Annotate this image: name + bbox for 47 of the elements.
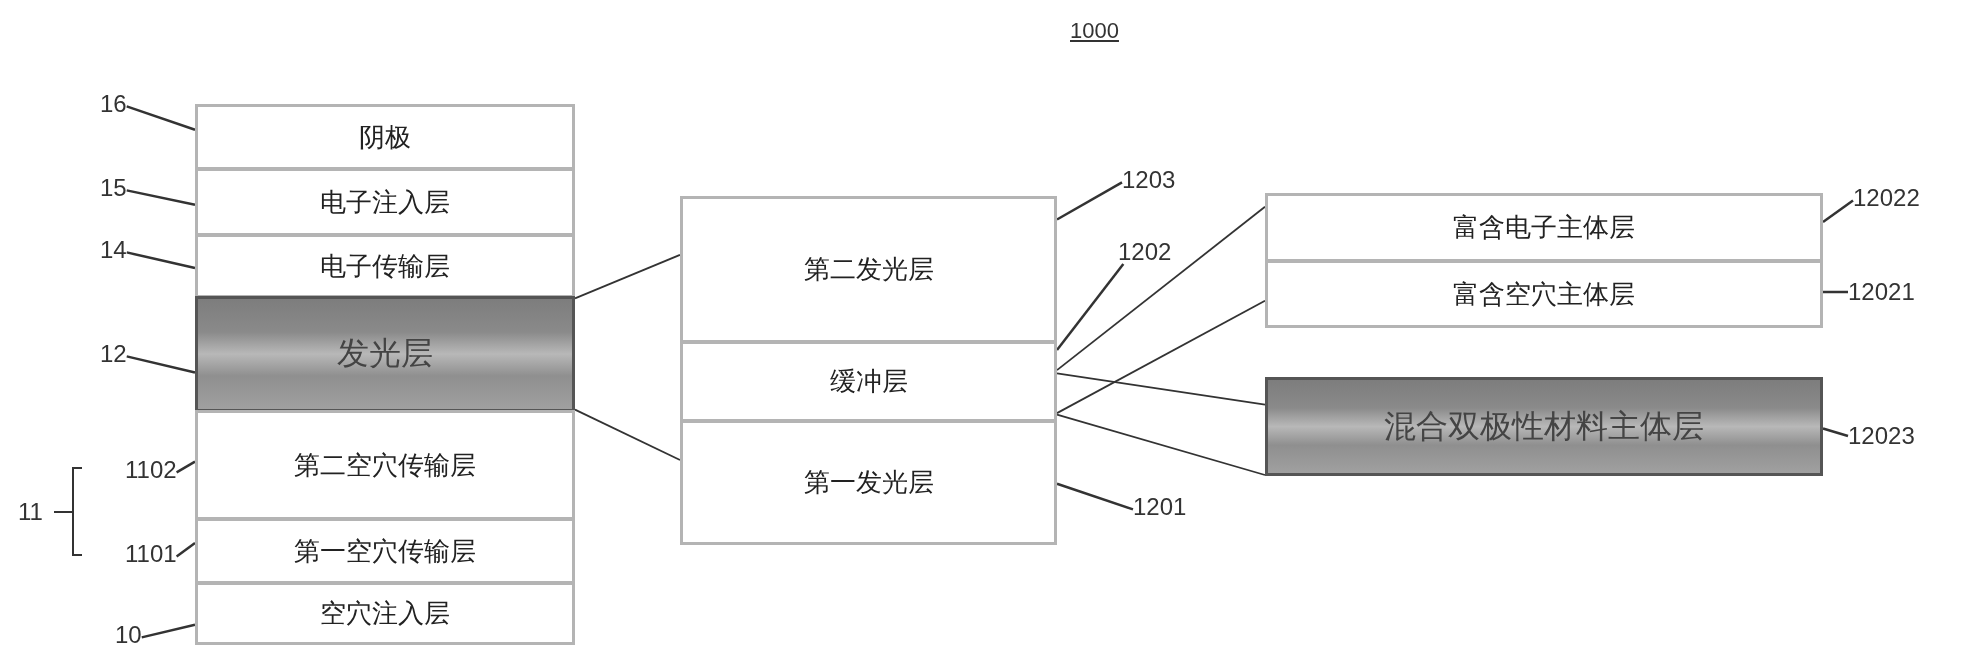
layer-box: 电子注入层 bbox=[195, 168, 575, 236]
layer-box: 富含电子主体层 bbox=[1265, 193, 1823, 262]
reference-number: 12022 bbox=[1853, 186, 1920, 210]
leader-line bbox=[1056, 263, 1125, 351]
layer-box: 缓冲层 bbox=[680, 341, 1057, 422]
reference-number: 1101 bbox=[125, 542, 177, 566]
reference-number: 1202 bbox=[1118, 240, 1172, 264]
shaded-layer-box: 发光层 bbox=[195, 296, 575, 412]
leader-line bbox=[126, 251, 196, 270]
connector-line bbox=[1056, 299, 1266, 414]
shaded-layer-box: 混合双极性材料主体层 bbox=[1265, 377, 1823, 476]
reference-number: 15 bbox=[100, 176, 127, 200]
connector-line bbox=[574, 408, 681, 461]
leader-line bbox=[1056, 482, 1134, 511]
layer-box: 阴极 bbox=[195, 104, 575, 170]
layer-box: 电子传输层 bbox=[195, 234, 575, 298]
connector-line bbox=[574, 253, 681, 300]
layer-box: 空穴注入层 bbox=[195, 582, 575, 645]
reference-number: 12023 bbox=[1848, 424, 1915, 448]
reference-number: 1201 bbox=[1133, 495, 1187, 519]
reference-number: 16 bbox=[100, 92, 127, 116]
layer-box: 第一空穴传输层 bbox=[195, 518, 575, 584]
layer-box: 第二空穴传输层 bbox=[195, 410, 575, 520]
layer-box: 富含空穴主体层 bbox=[1265, 260, 1823, 328]
leader-line bbox=[1823, 290, 1848, 294]
reference-number: 1203 bbox=[1122, 168, 1176, 192]
reference-number: 12021 bbox=[1848, 280, 1915, 304]
reference-number: 1102 bbox=[125, 458, 177, 482]
reference-number: 14 bbox=[100, 238, 127, 262]
connector-line bbox=[1056, 413, 1266, 476]
leader-line bbox=[126, 105, 196, 131]
leader-line bbox=[126, 355, 196, 374]
connector-line bbox=[1056, 205, 1266, 372]
leader-line bbox=[126, 189, 196, 206]
leader-line bbox=[176, 460, 196, 474]
reference-number: 11 bbox=[18, 500, 43, 524]
reference-number: 10 bbox=[115, 623, 142, 647]
connector-line bbox=[1056, 372, 1266, 406]
leader-line bbox=[1056, 181, 1123, 221]
layer-box: 第二发光层 bbox=[680, 196, 1057, 343]
leader-line bbox=[1822, 427, 1849, 438]
leader-line bbox=[141, 623, 196, 639]
reference-number: 12 bbox=[100, 342, 127, 366]
leader-line bbox=[1822, 199, 1854, 223]
figure-number: 1000 bbox=[1070, 18, 1119, 44]
leader-line bbox=[175, 542, 196, 558]
layer-box: 第一发光层 bbox=[680, 420, 1057, 545]
